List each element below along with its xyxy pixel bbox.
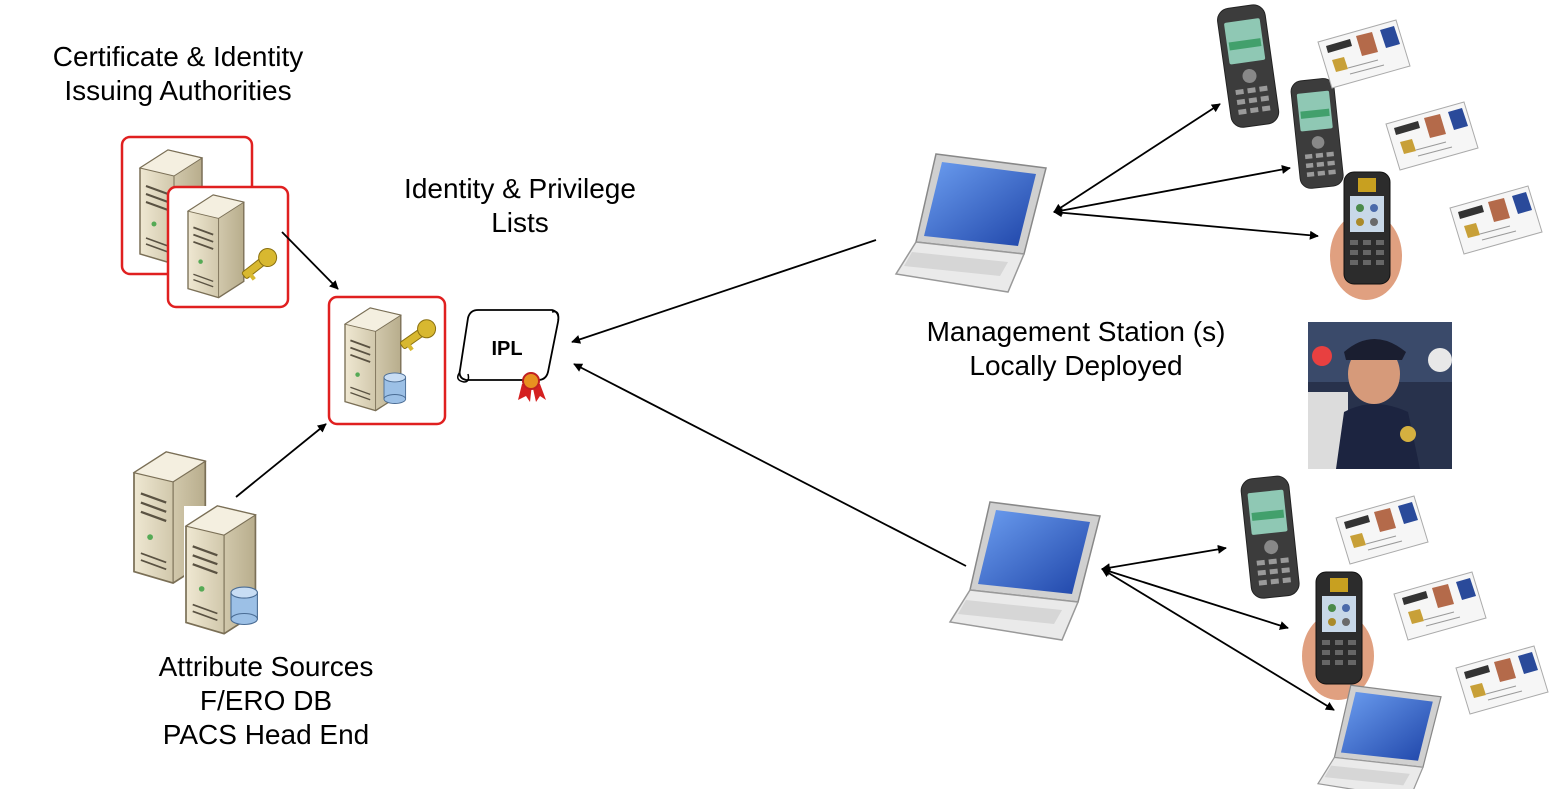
issuers-label-line1: Certificate & Identity — [52, 41, 304, 72]
laptop-icon — [895, 153, 1047, 293]
database-icon — [230, 586, 258, 626]
ipl-doc-label: IPL — [491, 338, 522, 360]
ipl-label-line2: Lists — [491, 207, 549, 238]
arrow-sources-to-ipl — [235, 423, 327, 498]
laptop-icon — [1317, 684, 1442, 789]
ipl-label-line1: Identity & Privilege — [404, 173, 636, 204]
arrow-lower-to-laptop — [1101, 568, 1335, 711]
sources-label-line1: Attribute Sources — [158, 651, 374, 682]
connector-arrows — [235, 103, 1335, 711]
laptop-icon — [949, 501, 1101, 641]
issuer-server-front — [166, 185, 290, 309]
id-card-icon — [1449, 185, 1543, 255]
database-icon — [383, 372, 407, 404]
ribbon-seal-icon — [518, 372, 546, 402]
id-card-icon — [1393, 571, 1487, 641]
server-icon — [187, 194, 245, 299]
attribute-source-servers — [132, 450, 294, 635]
issuers-label: Certificate & Identity Issuing Authoriti… — [0, 40, 356, 108]
issuers-label-line2: Issuing Authorities — [64, 75, 292, 106]
id-card-icon — [1317, 19, 1411, 89]
arrow-upper-to-reader-2 — [1053, 165, 1291, 215]
sources-label-line3: PACS Head End — [162, 719, 370, 750]
arrow-upper-to-reader-3 — [1053, 208, 1319, 240]
arrow-lower-station-to-ipl — [573, 363, 967, 567]
handheld-reader-icon — [1239, 474, 1301, 600]
id-card-icon — [1455, 645, 1549, 715]
handheld-reader-icon — [1301, 571, 1375, 701]
handheld-reader-icon — [1329, 171, 1403, 301]
id-card-icon — [1335, 495, 1429, 565]
sources-label-line2: F/ERO DB — [199, 685, 333, 716]
arrow-lower-to-reader-1 — [1101, 544, 1227, 573]
sources-label: Attribute Sources F/ERO DB PACS Head End — [96, 650, 436, 752]
ipl-document: IPL — [457, 309, 560, 402]
station-label-line2: Locally Deployed — [969, 350, 1183, 381]
station-label-line1: Management Station (s) — [926, 316, 1226, 347]
ipl-label: Identity & Privilege Lists — [350, 172, 690, 240]
ipl-server — [327, 295, 447, 426]
officer-photo-icon — [1308, 322, 1452, 469]
handheld-reader-icon — [1215, 2, 1281, 130]
handheld-reader-icon — [1289, 77, 1345, 190]
arrow-upper-station-to-ipl — [571, 239, 877, 344]
station-label: Management Station (s) Locally Deployed — [856, 315, 1296, 383]
id-card-icon — [1385, 101, 1479, 171]
arrow-issuers-to-ipl — [281, 231, 339, 290]
